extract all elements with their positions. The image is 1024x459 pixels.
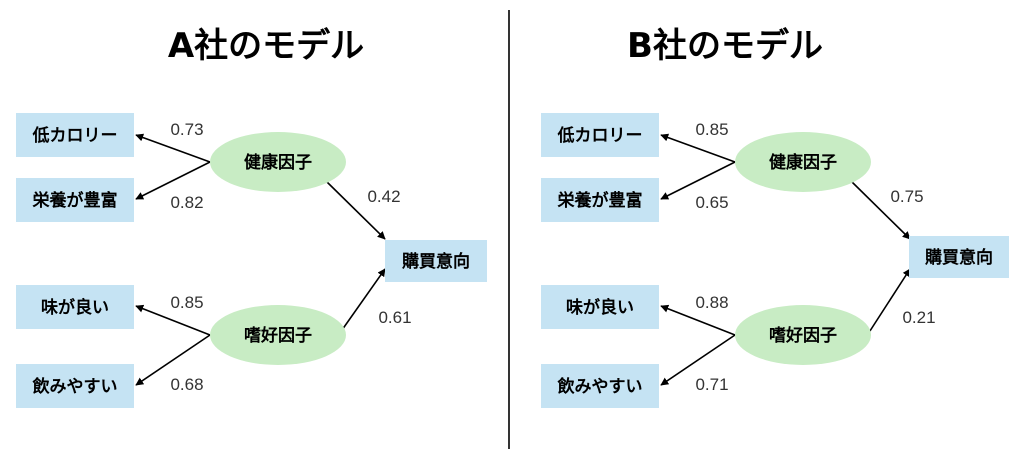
loading-coefficient: 0.71 [695, 375, 728, 394]
observed-variable: 味が良い [541, 285, 659, 329]
svg-text:嗜好因子: 嗜好因子 [769, 325, 837, 346]
observed-variable: 味が良い [16, 285, 134, 329]
loading-arrow [660, 133, 736, 163]
model-title: A社のモデル [168, 26, 364, 66]
svg-text:飲みやすい: 飲みやすい [557, 376, 643, 397]
observed-variable: 低カロリー [16, 113, 134, 157]
loading-coefficient: 0.85 [170, 293, 203, 312]
outcome-variable: 購買意向 [909, 236, 1009, 278]
outcome-variable: 購買意向 [385, 240, 487, 282]
observed-variable: 飲みやすい [16, 364, 134, 408]
path-coefficient: 0.42 [367, 187, 400, 206]
svg-text:健康因子: 健康因子 [244, 152, 312, 173]
loading-coefficient: 0.73 [170, 120, 203, 139]
model-panel-b: B社のモデル 低カロリー 栄養が豊富 味が良い 飲みやすい 健康因子 [541, 26, 1009, 408]
latent-factor: 健康因子 [735, 132, 871, 192]
loading-coefficient: 0.82 [170, 193, 203, 212]
path-arrow [851, 181, 911, 240]
observed-variable: 栄養が豊富 [16, 178, 134, 222]
path-arrow [341, 268, 386, 331]
model-panel-a: A社のモデル 低カロリー 栄養が豊富 味が良い 飲みやすい 健康因子 [16, 26, 487, 408]
latent-factor: 嗜好因子 [735, 305, 871, 365]
observed-variable: 低カロリー [541, 113, 659, 157]
loading-coefficient: 0.88 [695, 293, 728, 312]
svg-text:味が良い: 味が良い [41, 297, 109, 318]
svg-text:購買意向: 購買意向 [925, 247, 993, 268]
loading-arrow [660, 334, 736, 386]
latent-factor: 嗜好因子 [210, 305, 346, 365]
path-arrow [867, 268, 911, 335]
svg-text:栄養が豊富: 栄養が豊富 [557, 190, 643, 211]
model-title: B社のモデル [627, 26, 823, 66]
path-coefficient: 0.75 [890, 187, 923, 206]
loading-arrow [660, 161, 736, 200]
loading-arrow [135, 161, 211, 200]
loading-arrow [135, 133, 211, 163]
svg-text:飲みやすい: 飲みやすい [32, 376, 118, 397]
latent-factor: 健康因子 [210, 132, 346, 192]
svg-text:低カロリー: 低カロリー [557, 125, 643, 146]
path-arrow [326, 181, 386, 240]
svg-text:嗜好因子: 嗜好因子 [244, 325, 312, 346]
observed-variable: 飲みやすい [541, 364, 659, 408]
loading-coefficient: 0.65 [695, 193, 728, 212]
svg-text:健康因子: 健康因子 [769, 152, 837, 173]
loading-arrow [135, 304, 211, 336]
path-coefficient: 0.21 [902, 308, 935, 327]
svg-text:低カロリー: 低カロリー [32, 125, 118, 146]
loading-arrow [135, 334, 211, 386]
svg-text:購買意向: 購買意向 [402, 251, 470, 272]
svg-text:栄養が豊富: 栄養が豊富 [32, 190, 118, 211]
loading-coefficient: 0.85 [695, 120, 728, 139]
svg-text:味が良い: 味が良い [566, 297, 634, 318]
loading-coefficient: 0.68 [170, 375, 203, 394]
path-coefficient: 0.61 [378, 308, 411, 327]
observed-variable: 栄養が豊富 [541, 178, 659, 222]
loading-arrow [660, 304, 736, 336]
